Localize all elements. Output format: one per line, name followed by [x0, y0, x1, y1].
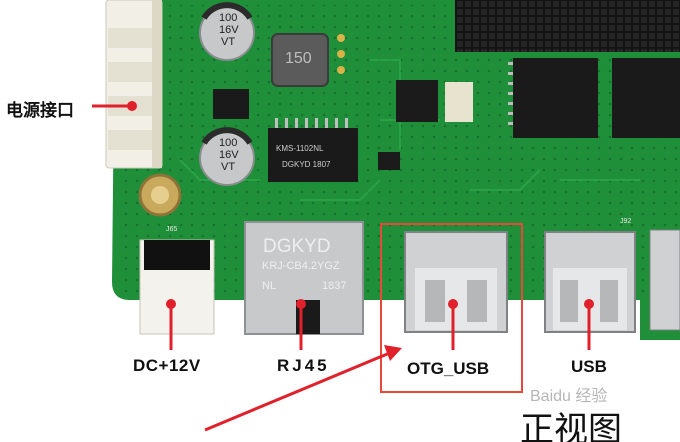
pointer-arrow: [204, 345, 402, 432]
crystal: [445, 82, 473, 122]
dc-jack: [139, 239, 215, 335]
ref-j92: J92: [620, 218, 632, 225]
jack-date: 1837: [322, 280, 347, 292]
jack-brand: DGKYD: [263, 236, 331, 257]
lan-transformer: [268, 128, 358, 182]
label-otg-usb: OTG_USB: [407, 359, 490, 378]
label-markers: [92, 104, 591, 350]
capacitor-top: [199, 2, 255, 61]
capacitor-top-voltage: 16V: [219, 24, 239, 36]
heatsink: [455, 0, 680, 52]
rj45-jack: [244, 221, 364, 335]
magnetics-part: KMS-1102NL: [276, 144, 324, 153]
magnetics-code: DGKYD 1807: [282, 160, 331, 169]
usb-hub-chip: [396, 80, 438, 122]
capacitor-bottom-mark: VT: [221, 161, 236, 173]
watermark: Baidu 经验: [530, 388, 608, 405]
ram-chips: [508, 58, 680, 138]
label-rj45: RJ45: [277, 356, 330, 375]
jack-nl: NL: [262, 280, 277, 292]
regulator-chip: [213, 89, 249, 119]
label-power-port: 电源接口: [6, 101, 74, 120]
label-usb: USB: [571, 357, 607, 376]
capacitor-top-value: 100: [219, 12, 238, 24]
otg-usb-port: [404, 231, 508, 333]
capacitor-bottom-value: 100: [219, 137, 238, 149]
capacitor-top-mark: VT: [221, 36, 236, 48]
capacitor-bottom: [199, 127, 255, 186]
label-front-view: 正视图: [520, 410, 622, 442]
capacitor-bottom-voltage: 16V: [219, 149, 239, 161]
otg-highlight-box: [380, 223, 523, 393]
gpio-pins: [337, 34, 345, 74]
inductor: [271, 33, 329, 87]
ref-j65: J65: [166, 226, 178, 233]
power-header: [105, 0, 163, 169]
label-dc-power: DC+12V: [133, 356, 201, 375]
inductor-code: 150: [285, 50, 312, 67]
jack-part: KRJ-CB4.2YGZ: [262, 260, 340, 272]
